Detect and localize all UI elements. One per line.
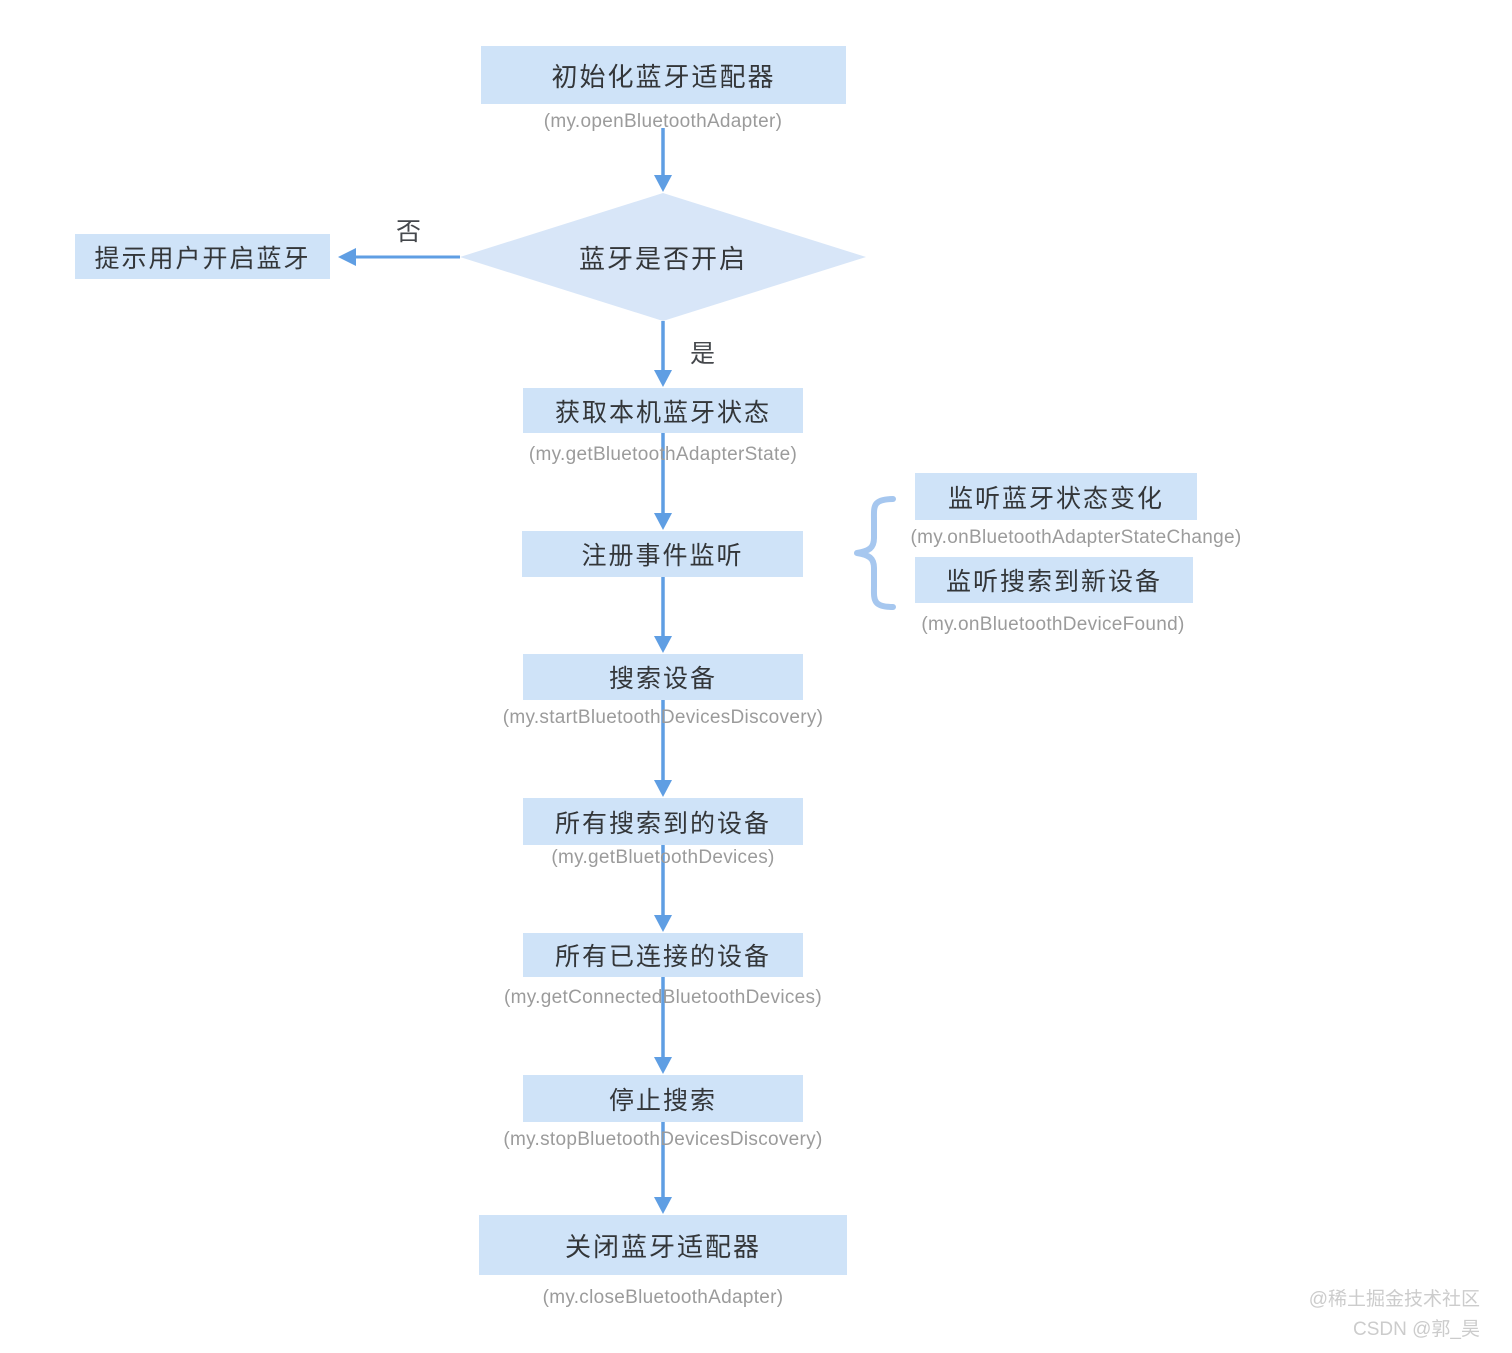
arrow-decision-to-prompt (338, 248, 460, 266)
arrow-register-to-discover (654, 577, 672, 653)
caption-on-device-found-api: (my.onBluetoothDeviceFound) (921, 614, 1185, 635)
arrow-devices-to-connected (654, 845, 672, 932)
caption-open-adapter-api: (my.openBluetoothAdapter) (543, 111, 783, 132)
arrow-state-to-register (654, 433, 672, 530)
caption-get-devices-api: (my.getBluetoothDevices) (551, 847, 775, 868)
caption-close-adapter-api: (my.closeBluetoothAdapter) (542, 1287, 784, 1308)
node-init-adapter: 初始化蓝牙适配器 (481, 46, 846, 104)
caption-start-discovery-api: (my.startBluetoothDevicesDiscovery) (502, 707, 824, 728)
watermark-line-juejin: @稀土掘金技术社区 (1308, 1289, 1480, 1310)
node-listen-state-change: 监听蓝牙状态变化 (915, 473, 1197, 520)
watermark: @稀土掘金技术社区 CSDN @郭_昊 (1309, 1285, 1480, 1345)
watermark-line-csdn: CSDN @郭_昊 (1353, 1319, 1480, 1340)
decision-diamond-shape (460, 193, 866, 321)
node-prompt-enable-bluetooth: 提示用户开启蓝牙 (75, 234, 330, 279)
arrow-decision-to-state (654, 321, 672, 387)
arrow-init-to-decision (654, 128, 672, 192)
node-register-listeners: 注册事件监听 (522, 531, 803, 577)
brace-register-listeners (854, 496, 896, 610)
arrow-discover-to-devices (654, 700, 672, 797)
caption-on-state-change-api: (my.onBluetoothAdapterStateChange) (910, 527, 1242, 548)
node-get-devices: 所有搜索到的设备 (523, 798, 803, 845)
node-stop-discovery: 停止搜索 (523, 1075, 803, 1122)
edge-label-yes: 是 (690, 340, 716, 368)
node-close-adapter: 关闭蓝牙适配器 (479, 1215, 847, 1275)
node-start-discovery: 搜索设备 (523, 654, 803, 700)
edge-label-no: 否 (396, 218, 422, 246)
node-get-adapter-state: 获取本机蓝牙状态 (523, 388, 803, 433)
node-get-connected-devices: 所有已连接的设备 (523, 933, 803, 977)
arrow-stop-to-close (654, 1122, 672, 1214)
arrow-connected-to-stop (654, 977, 672, 1074)
node-decision-bluetooth-on: 蓝牙是否开启 (578, 243, 747, 274)
caption-stop-discovery-api: (my.stopBluetoothDevicesDiscovery) (503, 1129, 823, 1150)
caption-get-connected-devices-api: (my.getConnectedBluetoothDevices) (504, 987, 822, 1008)
node-listen-device-found: 监听搜索到新设备 (915, 557, 1193, 603)
caption-get-adapter-state-api: (my.getBluetoothAdapterState) (528, 444, 798, 465)
